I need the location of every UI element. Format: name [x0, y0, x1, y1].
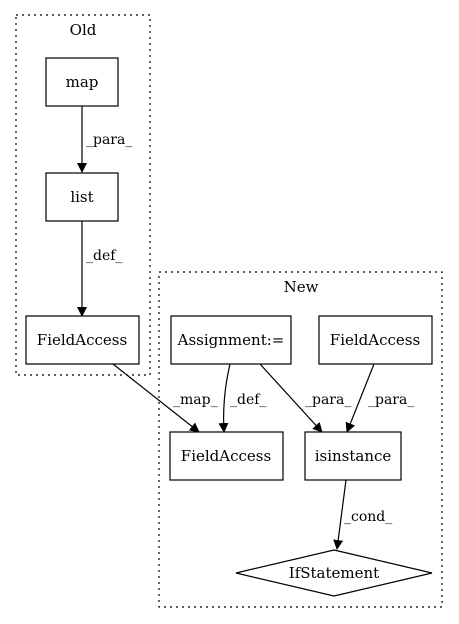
cluster-new: New — [158, 271, 443, 608]
edge-assignment-to-fieldaccess: _def_ — [218, 363, 266, 433]
edge-label-list-to-fieldaccess: _def_ — [86, 248, 122, 264]
node-fieldaccess-old: FieldAccess — [25, 315, 140, 365]
edge-list-to-fieldaccess: _def_ — [77, 221, 122, 317]
edge-map-to-list: _para_ — [77, 106, 132, 173]
edge-label-assignment-to-fieldaccess: _def_ — [230, 392, 266, 408]
cluster-old: Old — [15, 14, 151, 376]
cluster-old-label: Old — [70, 21, 97, 39]
node-assignment-label: Assignment:= — [177, 331, 285, 349]
node-isinstance-label: isinstance — [315, 447, 392, 465]
cluster-new-label: New — [284, 278, 319, 296]
node-map: map — [45, 57, 119, 107]
node-map-label: map — [66, 73, 99, 91]
node-fieldaccess-new-left: FieldAccess — [169, 431, 284, 481]
node-list: list — [45, 172, 119, 222]
node-assignment: Assignment:= — [170, 315, 292, 365]
edge-label-fieldaccess-to-isinstance: _para_ — [368, 392, 414, 408]
node-fieldaccess-old-label: FieldAccess — [37, 331, 127, 349]
edge-fieldaccess-to-fieldaccess: _map_ — [112, 363, 218, 433]
edge-label-assignment-to-isinstance: _para_ — [305, 392, 351, 408]
edge-label-map-to-list: _para_ — [86, 132, 132, 148]
node-list-label: list — [70, 188, 93, 206]
node-fieldaccess-new-left-label: FieldAccess — [181, 447, 271, 465]
edge-fieldaccess-to-isinstance: _para_ — [345, 363, 414, 433]
node-fieldaccess-new-right-label: FieldAccess — [330, 331, 420, 349]
edge-isinstance-to-ifstatement: _cond_ — [333, 479, 392, 550]
node-ifstatement: IfStatement — [235, 549, 433, 597]
edge-assignment-to-isinstance: _para_ — [259, 363, 351, 433]
node-fieldaccess-new-right: FieldAccess — [318, 315, 433, 365]
node-isinstance: isinstance — [304, 431, 402, 481]
node-ifstatement-label: IfStatement — [289, 564, 379, 582]
edge-label-fieldaccess-to-fieldaccess: _map_ — [173, 392, 218, 408]
edge-label-isinstance-to-ifstatement: _cond_ — [344, 509, 392, 525]
